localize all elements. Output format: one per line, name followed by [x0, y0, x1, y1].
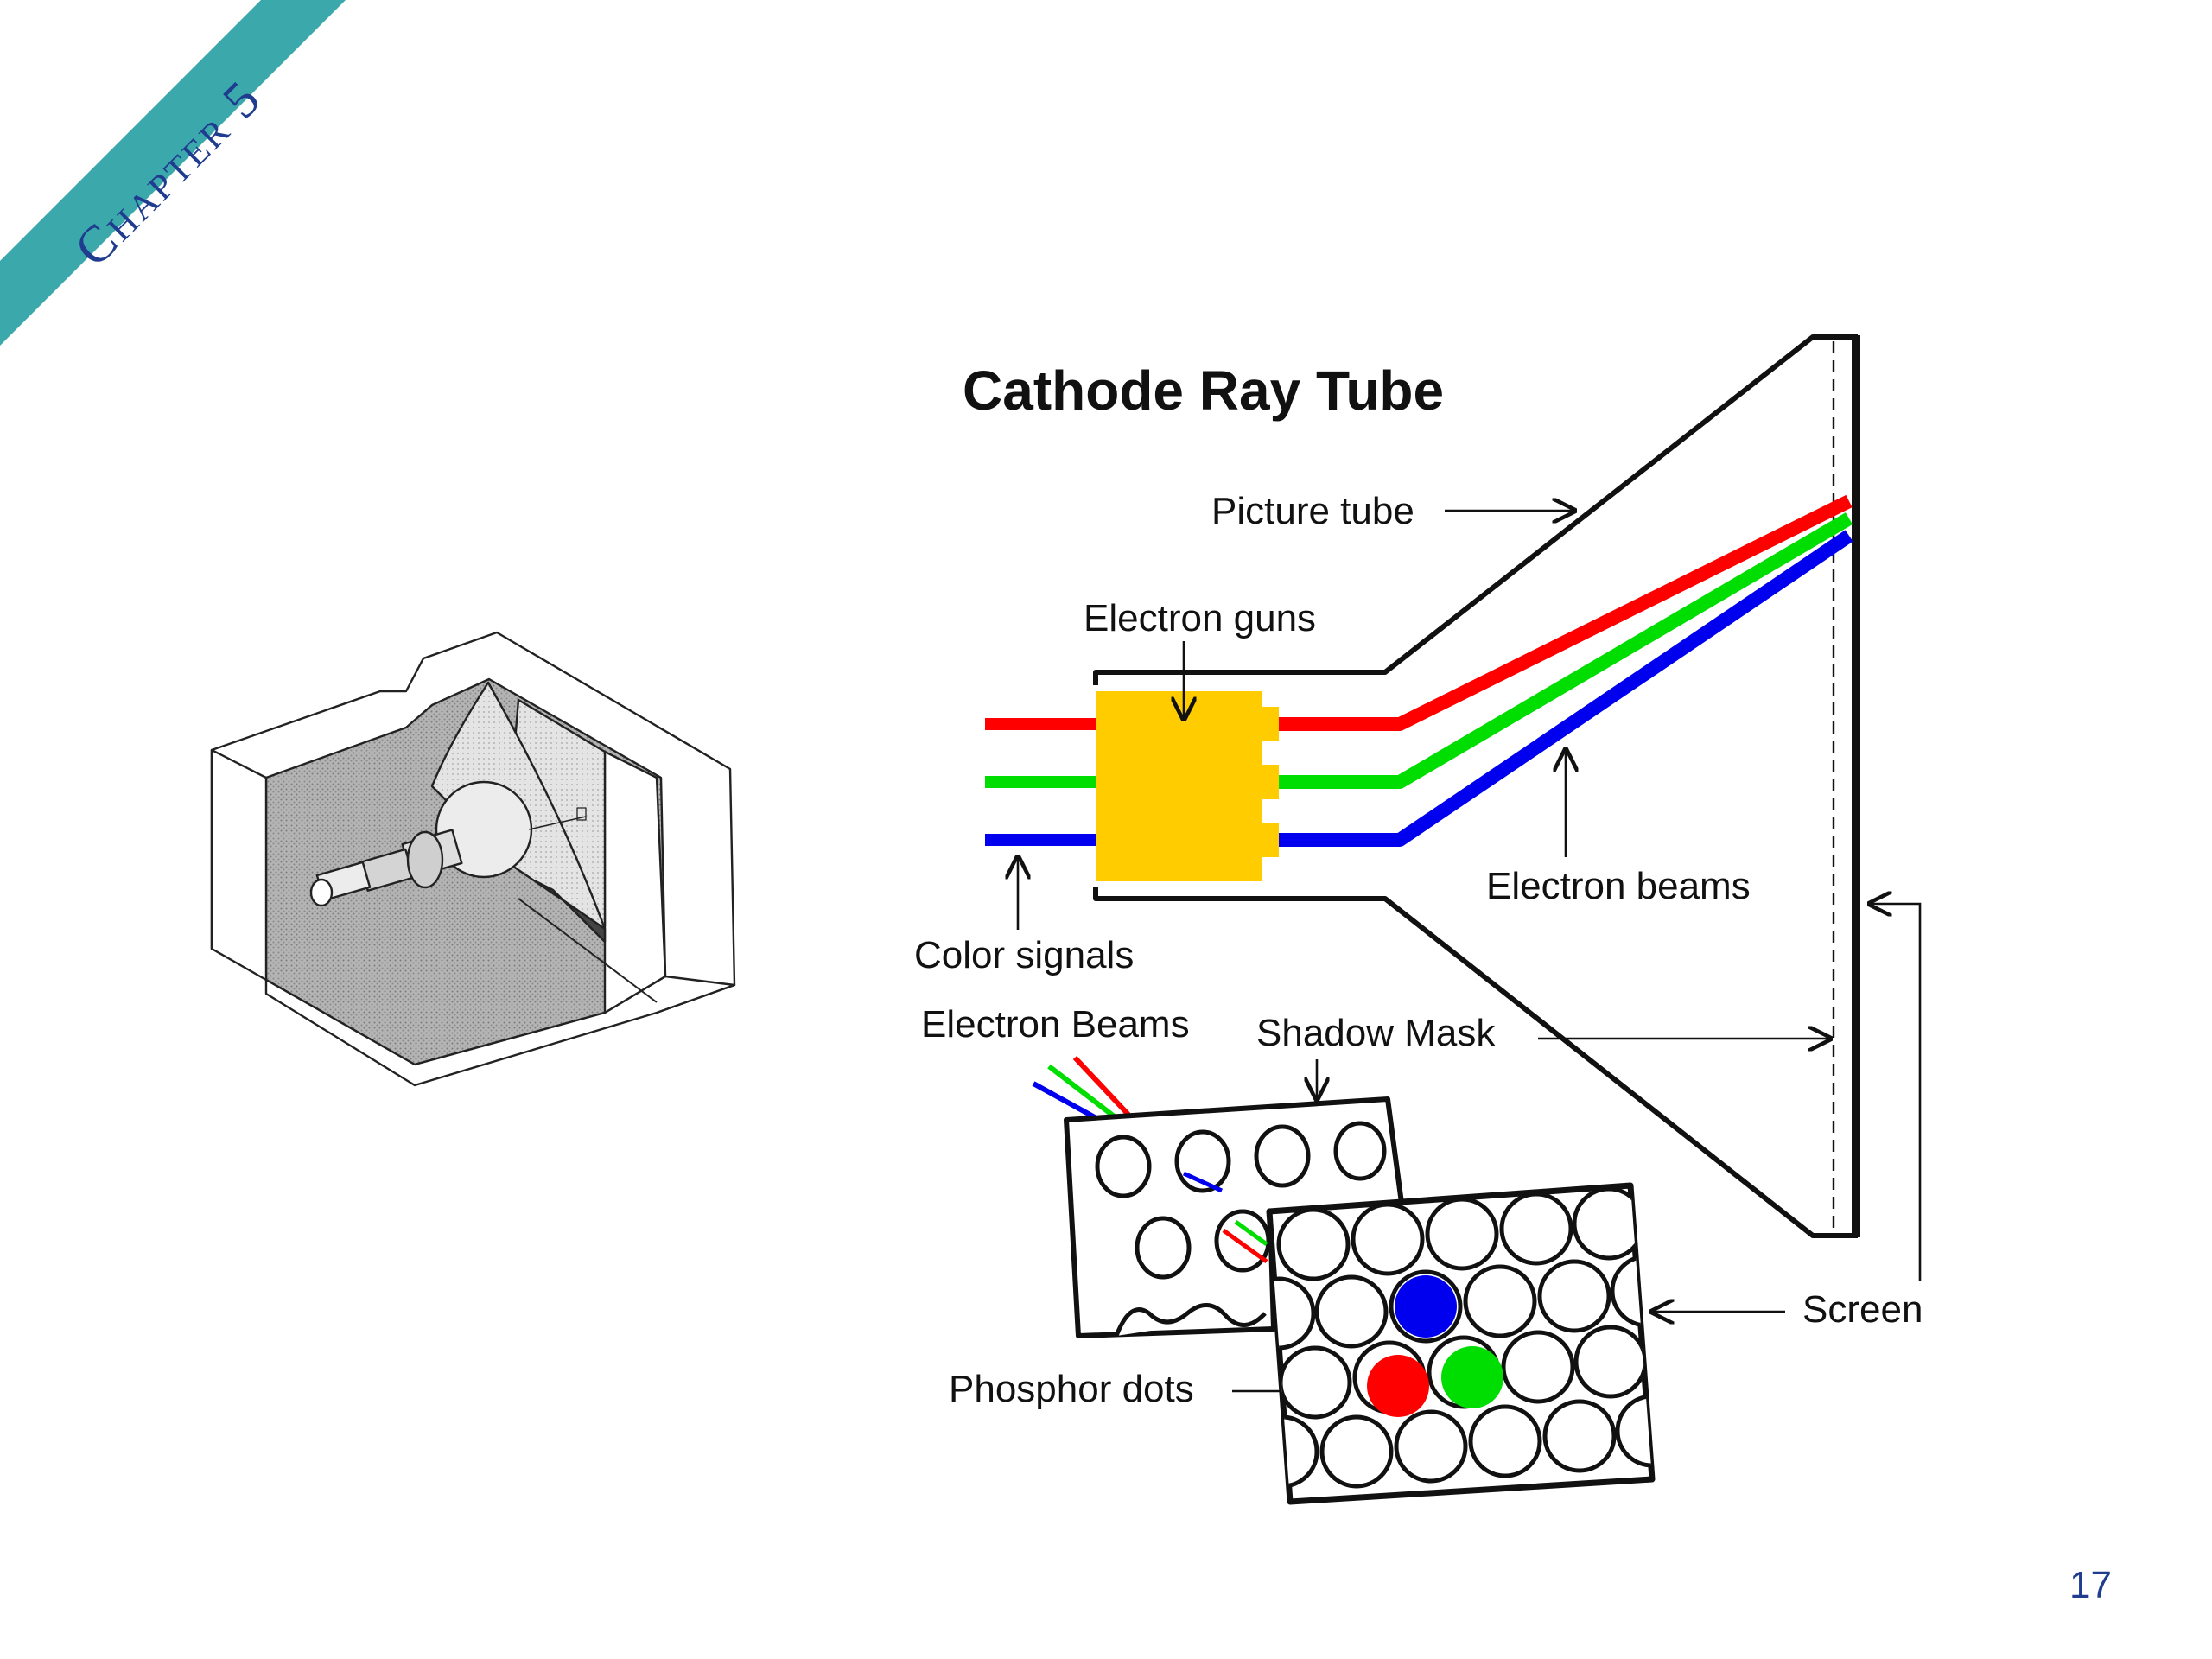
phosphor-dot-blue [1395, 1275, 1457, 1338]
red-electron-beam [1279, 494, 1853, 731]
electron-gun-block [1096, 691, 1279, 881]
picture-tube-outline [1093, 334, 1858, 685]
phosphor-dot-red [1367, 1355, 1429, 1417]
crt-cutaway-illustration [210, 631, 736, 1087]
label-electron-beams-detail: Electron Beams [921, 1003, 1190, 1046]
green-electron-beam [1279, 512, 1853, 789]
phosphor-dot-green [1441, 1346, 1503, 1408]
label-electron-guns: Electron guns [1084, 597, 1316, 639]
shadow-mask-detail [1064, 1096, 1404, 1338]
blue-electron-beam [1279, 530, 1853, 847]
chapter-banner: Chapter 5 [0, 0, 346, 346]
label-phosphor-dots: Phosphor dots [949, 1368, 1194, 1410]
label-shadow-mask: Shadow Mask [1256, 1012, 1496, 1054]
diagram-title: Cathode Ray Tube [963, 359, 1444, 422]
crt-diagram: Cathode Ray Tube Picture tube Electron g… [914, 334, 1923, 1505]
label-electron-beams: Electron beams [1486, 865, 1751, 907]
label-color-signals: Color signals [914, 934, 1134, 976]
phosphor-screen-detail [1266, 1182, 1656, 1505]
label-screen: Screen [1802, 1288, 1923, 1331]
label-picture-tube: Picture tube [1211, 490, 1414, 532]
page-number: 17 [2069, 1564, 2112, 1606]
chapter-banner-ribbon [0, 0, 346, 346]
